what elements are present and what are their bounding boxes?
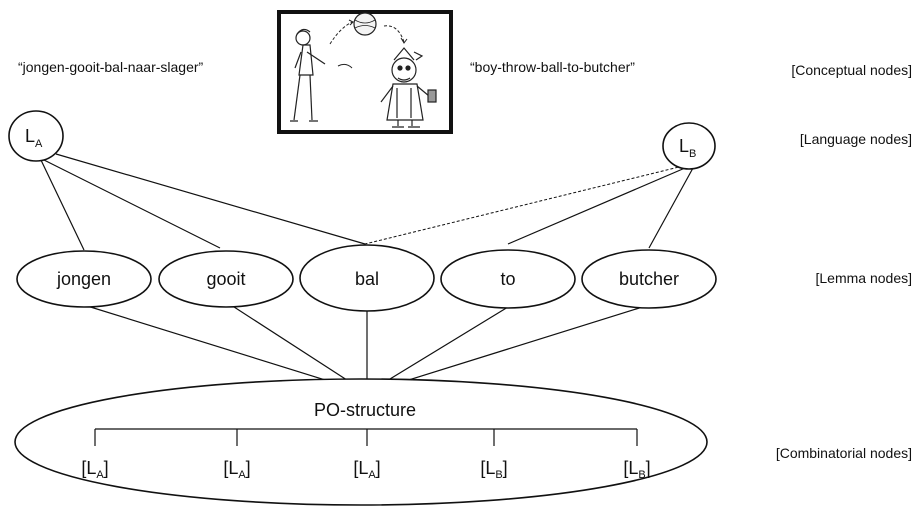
structure-slot: [LB] [480, 458, 507, 481]
language-lemma-edges [39, 153, 694, 251]
level-label-language: [Language nodes] [800, 131, 912, 147]
lemma-label: to [500, 269, 515, 289]
level-label-lemma: [Lemma nodes] [816, 270, 913, 286]
boy-figure [290, 28, 326, 122]
scene-picture [277, 10, 453, 134]
butcher-figure [380, 47, 437, 128]
lemma-label: butcher [619, 269, 679, 289]
english-phrase: “boy-throw-ball-to-butcher” [470, 59, 635, 75]
language-node-b-label: LB [679, 136, 696, 160]
po-structure-ellipse [14, 378, 708, 506]
ball-icon [353, 12, 377, 36]
lemma-label: bal [355, 269, 379, 289]
dutch-phrase: “jongen-gooit-bal-naar-slager” [18, 59, 204, 75]
lemma-label: gooit [206, 269, 245, 289]
level-label-combinatorial: [Combinatorial nodes] [776, 445, 912, 461]
po-structure-title: PO-structure [314, 400, 416, 420]
lemma-label: jongen [56, 269, 111, 289]
lemma-node-jongen [16, 250, 152, 308]
lemma-node-bal [299, 244, 435, 312]
language-node-b [662, 122, 716, 170]
structure-slot: [LA] [353, 458, 380, 481]
throw-motion [329, 19, 408, 69]
structure-bracket [94, 428, 638, 446]
language-node-a [8, 110, 64, 162]
level-label-conceptual: [Conceptual nodes] [791, 62, 912, 78]
structure-slot: [LB] [623, 458, 650, 481]
lemma-node-gooit [158, 250, 294, 308]
lemma-node-butcher [581, 249, 717, 309]
structure-slot: [LA] [223, 458, 250, 481]
lemma-node-to [440, 249, 576, 309]
language-node-a-label: LA [25, 126, 43, 150]
structure-slot: [LA] [81, 458, 108, 481]
